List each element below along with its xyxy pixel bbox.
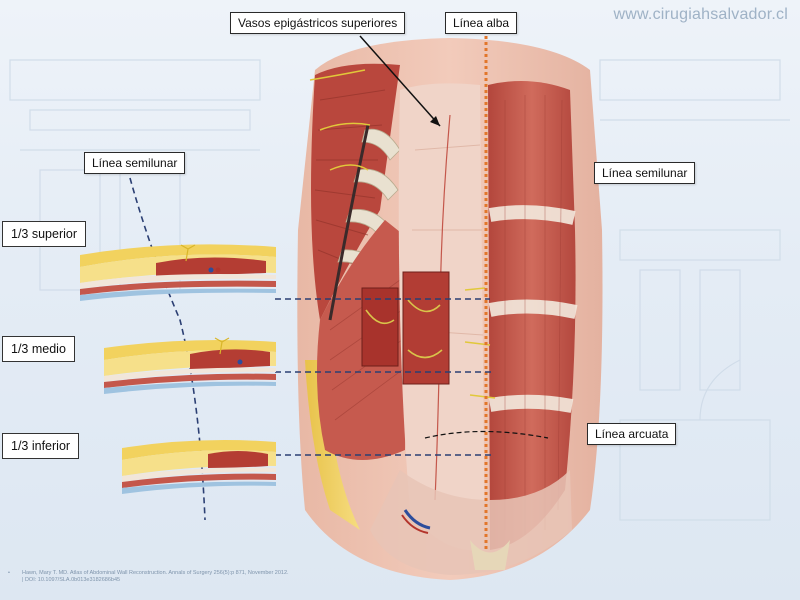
reference-citation: • Hawn, Mary T. MD. Atlas of Abdominal W…	[8, 570, 442, 584]
label-vasos-epigastricos: Vasos epigástricos superiores	[230, 12, 406, 34]
reference-line-2: | DOI: 10.1097/SLA.0b013e3182686b45	[22, 577, 121, 583]
website-watermark: www.cirugiahsalvador.cl	[613, 6, 788, 23]
cross-section-superior	[80, 244, 276, 301]
label-linea-semilunar-right: Línea semilunar	[594, 162, 696, 184]
label-linea-alba: Línea alba	[445, 12, 518, 34]
cross-section-inferior	[122, 440, 276, 494]
section-label-superior: 1/3 superior	[2, 221, 87, 247]
label-linea-arcuata: Línea arcuata	[587, 423, 677, 445]
reference-line-1: Hawn, Mary T. MD. Atlas of Abdominal Wal…	[22, 570, 289, 576]
label-linea-semilunar-left: Línea semilunar	[84, 152, 186, 174]
section-label-medio: 1/3 medio	[2, 336, 75, 362]
cross-section-medio	[104, 337, 276, 394]
abdominal-wall-illustration	[297, 38, 603, 580]
section-label-inferior: 1/3 inferior	[2, 433, 80, 459]
reference-bullet: •	[8, 570, 10, 576]
